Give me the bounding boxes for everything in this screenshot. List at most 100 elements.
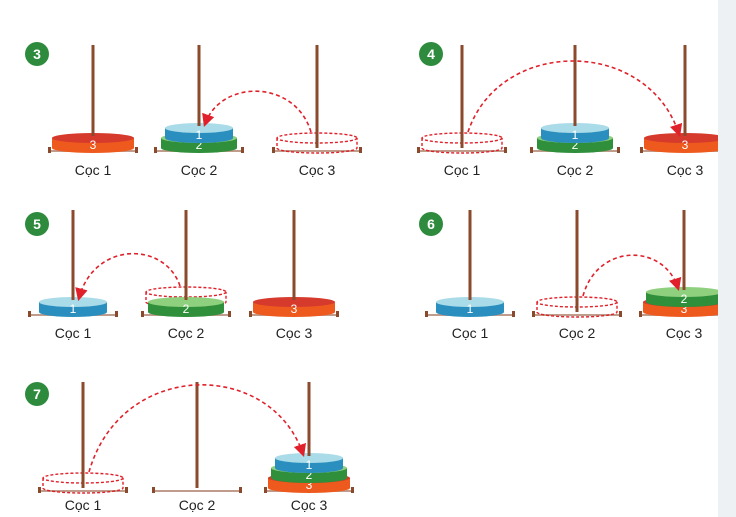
- peg-rod-top: [81, 382, 85, 486]
- peg-base-end: [239, 487, 242, 493]
- peg-base-end: [640, 147, 643, 153]
- disk-1: 1: [541, 123, 609, 143]
- peg-rod-top: [468, 210, 472, 300]
- peg-rod-top: [315, 45, 319, 146]
- peg-base-end: [228, 311, 231, 317]
- disk-number: 2: [681, 292, 688, 306]
- step-number: 7: [33, 386, 41, 402]
- peg-rod-top: [195, 382, 199, 486]
- peg-base-end: [504, 147, 507, 153]
- peg-base: [152, 490, 242, 492]
- move-arrow: [202, 90, 312, 133]
- peg-base-end: [351, 487, 354, 493]
- disk-1: 1: [39, 297, 107, 317]
- peg-base-end: [125, 487, 128, 493]
- peg-label-3: Cọc 3: [666, 325, 703, 341]
- peg-base-end: [619, 311, 622, 317]
- disk-number: 1: [572, 128, 579, 142]
- peg-rod-top: [460, 45, 464, 146]
- ghost-side: [421, 138, 503, 154]
- move-arrow: [467, 60, 683, 138]
- peg-label-2: Cọc 2: [559, 325, 596, 341]
- peg-base-end: [417, 147, 420, 153]
- disk-top: [148, 297, 224, 307]
- disk-top: [253, 297, 335, 307]
- peg-rod-top: [682, 210, 686, 290]
- disk-top: [52, 133, 134, 143]
- peg-base-end: [141, 311, 144, 317]
- step-badge: [25, 212, 49, 236]
- peg-rod-top: [573, 45, 577, 126]
- peg-base: [417, 150, 507, 152]
- peg-base-end: [38, 487, 41, 493]
- peg-label-1: Cọc 1: [452, 325, 489, 341]
- peg-label-1: Cọc 1: [444, 162, 481, 178]
- disk-number: 1: [196, 128, 203, 142]
- disk-number: 1: [70, 302, 77, 316]
- peg-label-1: Cọc 1: [65, 497, 102, 513]
- disk-3: 3: [253, 297, 335, 317]
- peg-base: [272, 150, 362, 152]
- step-number: 3: [33, 46, 41, 62]
- peg-rod-top: [91, 45, 95, 136]
- peg-base-end: [249, 311, 252, 317]
- peg-rod-top: [307, 382, 311, 456]
- peg-label-1: Cọc 1: [75, 162, 112, 178]
- disk-3: 3: [52, 133, 134, 153]
- move-arrow: [88, 384, 306, 473]
- disk-top: [39, 297, 107, 307]
- page-edge: [718, 0, 736, 517]
- peg-base-end: [617, 147, 620, 153]
- disk-top: [541, 123, 609, 133]
- step-badge: [419, 42, 443, 66]
- disk-top: [646, 287, 722, 297]
- step-badge: [419, 212, 443, 236]
- peg-label-3: Cọc 3: [276, 325, 313, 341]
- peg-label-2: Cọc 2: [179, 497, 216, 513]
- peg-label-3: Cọc 3: [667, 162, 704, 178]
- disk-top: [436, 297, 504, 307]
- disk-number: 2: [306, 468, 313, 482]
- disk-number: 3: [306, 478, 313, 492]
- disk-top: [275, 453, 343, 463]
- peg-base-end: [241, 147, 244, 153]
- step-number: 6: [427, 216, 435, 232]
- peg-base-end: [512, 311, 515, 317]
- disk-2: 2: [646, 287, 722, 307]
- disk-number: 1: [467, 302, 474, 316]
- step-badge: [25, 42, 49, 66]
- ghost-side: [536, 302, 618, 318]
- peg-base-end: [272, 147, 275, 153]
- disk-number: 3: [291, 302, 298, 316]
- peg-base: [38, 490, 128, 492]
- peg-rod-top: [197, 45, 201, 126]
- disk-top: [644, 133, 726, 143]
- disk-number: 2: [572, 138, 579, 152]
- ghost-side: [276, 138, 358, 154]
- peg-label-3: Cọc 3: [291, 497, 328, 513]
- peg-base-end: [639, 311, 642, 317]
- peg-base-end: [532, 311, 535, 317]
- disk-number: 2: [196, 138, 203, 152]
- disk-1: 1: [165, 123, 233, 143]
- disk-number: 3: [681, 302, 688, 316]
- peg-base-end: [115, 311, 118, 317]
- disk-number: 3: [682, 138, 689, 152]
- step-badge: [25, 382, 49, 406]
- peg-label-2: Cọc 2: [557, 162, 594, 178]
- peg-base-end: [336, 311, 339, 317]
- peg-rod-top: [575, 210, 579, 310]
- step-number: 4: [427, 46, 435, 62]
- peg-base: [532, 314, 622, 316]
- peg-base-end: [152, 487, 155, 493]
- peg-label-1: Cọc 1: [55, 325, 92, 341]
- peg-rod-top: [184, 210, 188, 300]
- peg-label-3: Cọc 3: [299, 162, 336, 178]
- peg-label-2: Cọc 2: [181, 162, 218, 178]
- peg-rod-top: [683, 45, 687, 136]
